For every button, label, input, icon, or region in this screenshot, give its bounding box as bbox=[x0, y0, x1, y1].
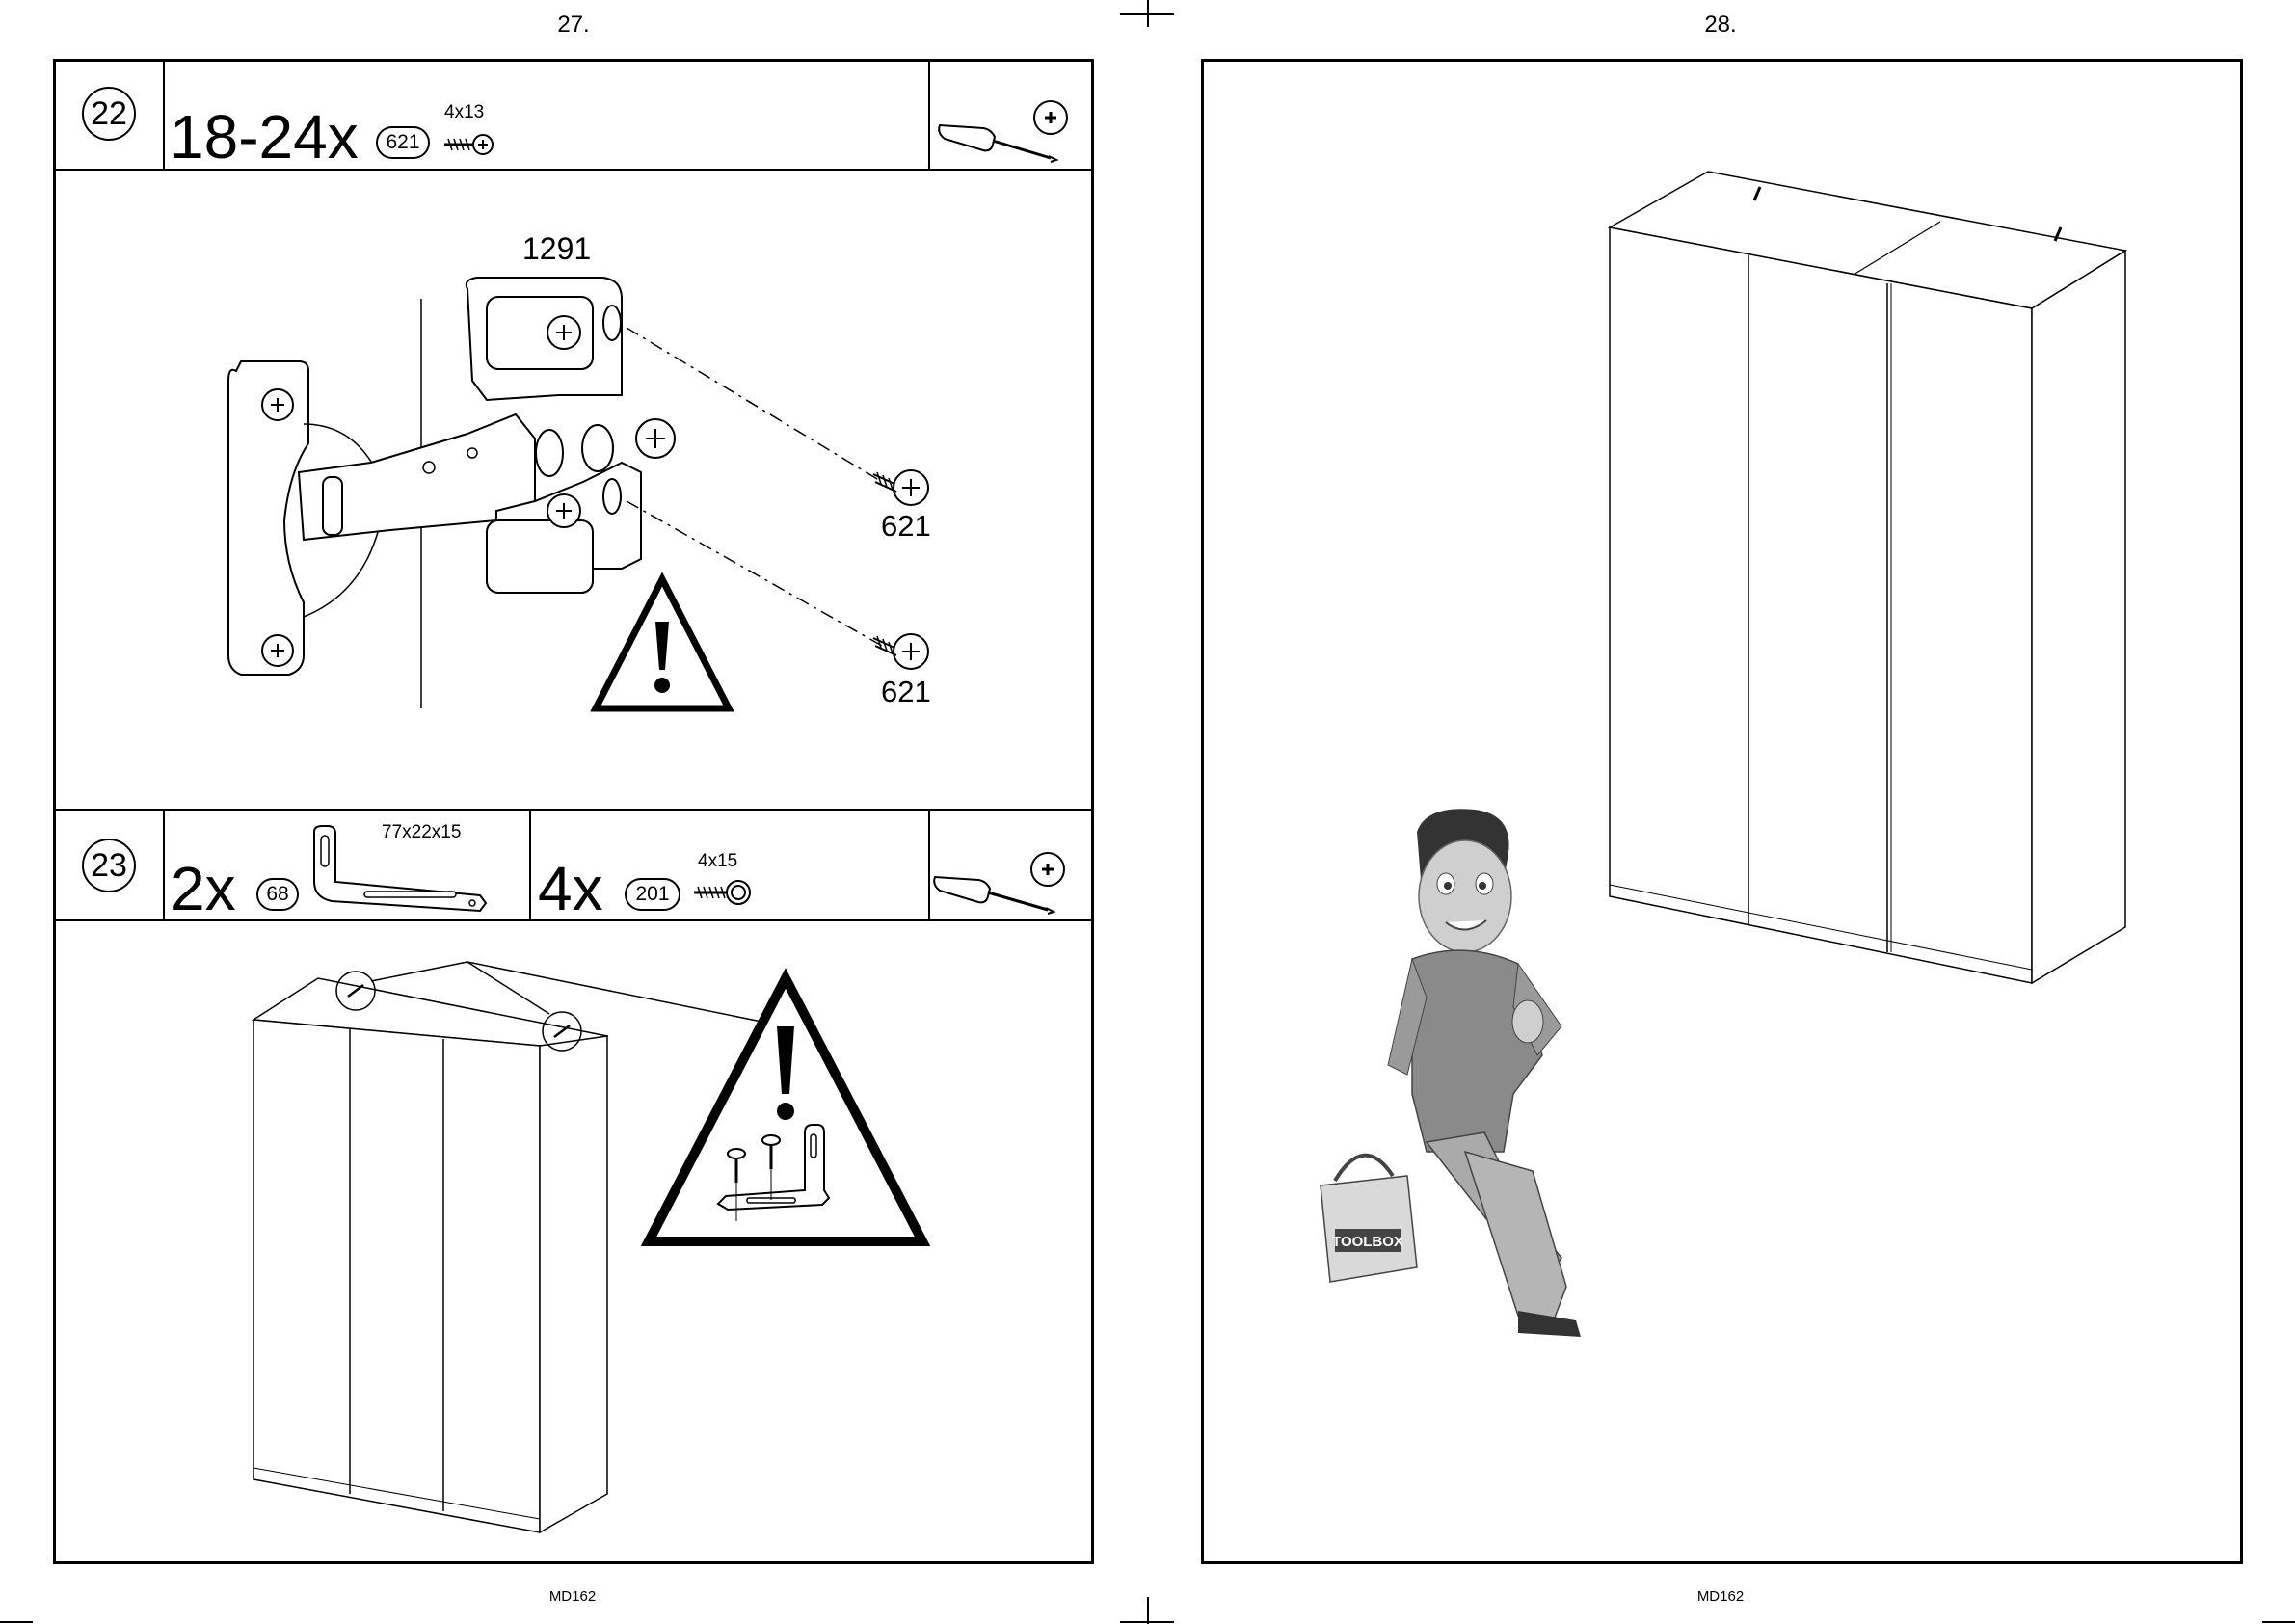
mascot-figure: TOOLBOX bbox=[1311, 805, 1629, 1344]
step22-quantity: 18-24x bbox=[170, 106, 359, 168]
step23-divider bbox=[163, 810, 165, 919]
screw-part-id: 201 bbox=[625, 878, 680, 911]
crop-mark bbox=[0, 1621, 33, 1623]
screw-label-top: 621 bbox=[881, 509, 931, 544]
step22-divider bbox=[928, 61, 930, 169]
screw-icon bbox=[867, 628, 935, 677]
step-number-22: 22 bbox=[82, 87, 136, 141]
screw-icon bbox=[439, 125, 496, 164]
wardrobe-icon bbox=[1600, 164, 2135, 993]
phillips-screwdriver-icon bbox=[935, 96, 1080, 164]
crop-mark bbox=[1147, 1597, 1149, 1624]
crop-mark bbox=[1120, 1621, 1174, 1623]
screw-icon bbox=[867, 465, 935, 513]
bracket-icon bbox=[307, 824, 490, 916]
crop-mark bbox=[2262, 1621, 2295, 1623]
screw-icon bbox=[688, 873, 756, 912]
step-number-23: 23 bbox=[82, 839, 136, 892]
screw-quantity: 4x bbox=[538, 858, 603, 919]
hinge-part-label: 1291 bbox=[522, 231, 591, 267]
page-footer-left: MD162 bbox=[515, 1588, 630, 1605]
step23-header-top bbox=[55, 809, 1092, 811]
phillips-screwdriver-icon bbox=[930, 848, 1075, 916]
screw-size: 4x15 bbox=[698, 851, 737, 872]
step22-screw-size: 4x13 bbox=[444, 102, 484, 123]
screw-label-bottom: 621 bbox=[881, 675, 931, 709]
step22-divider bbox=[163, 61, 165, 169]
bracket-quantity: 2x bbox=[171, 858, 236, 919]
crop-mark bbox=[1120, 13, 1174, 15]
page-footer-right: MD162 bbox=[1663, 1588, 1778, 1605]
page-number-right: 28. bbox=[1672, 12, 1769, 39]
page-number-left: 27. bbox=[525, 12, 622, 39]
warning-icon bbox=[641, 969, 930, 1248]
toolbox-label: TOOLBOX bbox=[1332, 1234, 1403, 1250]
bracket-part-id: 68 bbox=[256, 878, 299, 911]
step22-part-id: 621 bbox=[376, 126, 430, 159]
step23-divider bbox=[529, 810, 531, 919]
warning-icon bbox=[590, 573, 734, 713]
